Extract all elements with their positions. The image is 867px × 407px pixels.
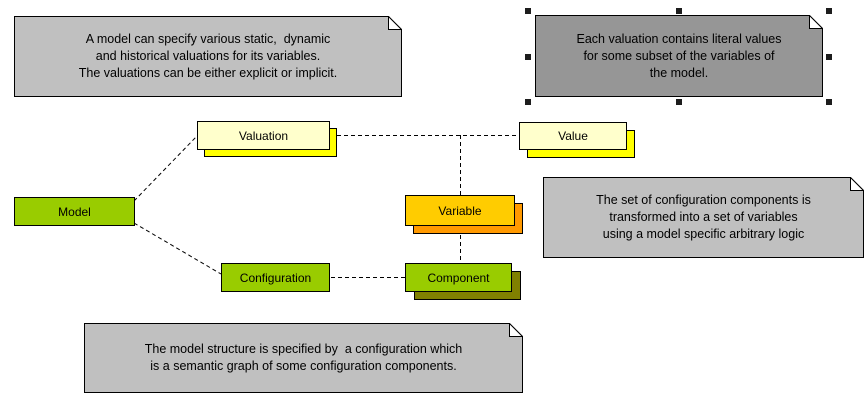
node-model-label: Model (58, 204, 91, 219)
node-value[interactable]: Value (519, 122, 635, 158)
note-text: The model structure is specified by a co… (144, 342, 463, 373)
node-face: Valuation (197, 121, 330, 150)
note-shape (84, 323, 523, 393)
note-shape (535, 15, 823, 97)
node-component[interactable]: Component (405, 263, 521, 300)
note-text: The set of configuration components is t… (596, 193, 811, 241)
node-valuation-label: Valuation (238, 128, 289, 143)
note-configuration-transform[interactable]: The set of configuration components is t… (543, 177, 864, 258)
edge-model-configuration[interactable] (133, 222, 222, 275)
selection-handle-se[interactable] (826, 99, 832, 105)
node-face: Variable (405, 195, 515, 226)
node-model[interactable]: Model (14, 197, 135, 226)
note-model-valuations[interactable]: A model can specify various static, dyna… (14, 16, 402, 97)
note-model-structure[interactable]: The model structure is specified by a co… (84, 323, 523, 393)
node-face: Model (14, 197, 135, 226)
note-shape (14, 16, 402, 97)
selection-handle-n[interactable] (676, 8, 682, 14)
node-variable-label: Variable (438, 203, 482, 218)
node-configuration[interactable]: Configuration (221, 263, 330, 292)
node-valuation[interactable]: Valuation (197, 121, 337, 157)
note-fold-icon (850, 177, 864, 191)
selection-handle-s[interactable] (676, 99, 682, 105)
note-text: A model can specify various static, dyna… (78, 32, 338, 80)
node-configuration-label: Configuration (239, 270, 312, 285)
selection-handle-e[interactable] (826, 54, 832, 60)
note-shape (543, 177, 864, 258)
node-variable[interactable]: Variable (405, 195, 523, 234)
note-text: Each valuation contains literal values f… (576, 31, 782, 80)
selection-handle-nw[interactable] (525, 8, 531, 14)
node-face: Value (519, 122, 627, 150)
node-face: Configuration (221, 263, 330, 292)
selection-handle-w[interactable] (525, 54, 531, 60)
node-face: Component (405, 263, 512, 292)
note-fold-icon (388, 16, 402, 30)
note-valuation-literal-values[interactable]: Each valuation contains literal values f… (535, 15, 823, 97)
selection-handle-ne[interactable] (826, 8, 832, 14)
selection-handle-sw[interactable] (525, 99, 531, 105)
node-value-label: Value (558, 129, 588, 143)
note-fold-icon (509, 323, 523, 337)
edge-model-valuation[interactable] (133, 135, 198, 202)
note-fold-icon (809, 15, 823, 29)
node-component-label: Component (427, 270, 490, 285)
